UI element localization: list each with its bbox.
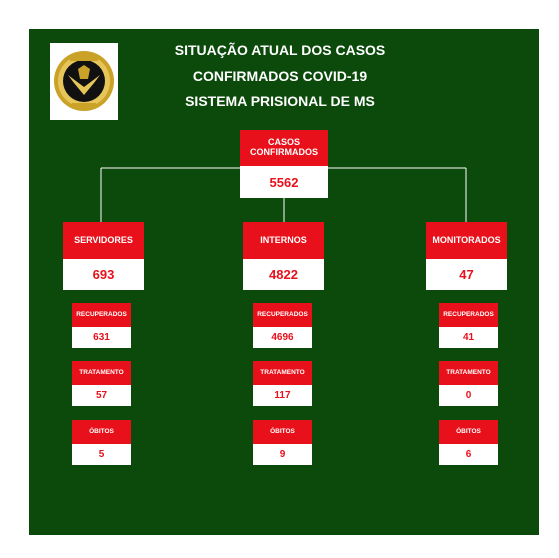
detail-value-monitorados-recuperados: 41 (439, 327, 498, 348)
group-value-monitorados: 47 (426, 259, 507, 290)
group-label-internos: INTERNOS (243, 222, 324, 259)
detail-label-servidores-obitos: ÓBITOS (72, 420, 131, 444)
detail-value-monitorados-obitos: 6 (439, 444, 498, 465)
detail-value-servidores-recuperados: 631 (72, 327, 131, 348)
agency-logo (50, 43, 118, 120)
title-line-1: SITUAÇÃO ATUAL DOS CASOS (174, 42, 386, 58)
detail-label-servidores-tratamento: TRATAMENTO (72, 361, 131, 385)
detail-value-internos-recuperados: 4696 (253, 327, 312, 348)
group-value-internos: 4822 (243, 259, 324, 290)
detail-label-monitorados-tratamento: TRATAMENTO (439, 361, 498, 385)
detail-value-monitorados-tratamento: 0 (439, 385, 498, 406)
detail-label-monitorados-recuperados: RECUPERADOS (439, 303, 498, 327)
group-label-monitorados: MONITORADOS (426, 222, 507, 259)
detail-value-servidores-obitos: 5 (72, 444, 131, 465)
root-label: CASOS CONFIRMADOS (240, 130, 328, 166)
detail-value-internos-obitos: 9 (253, 444, 312, 465)
group-label-servidores: SERVIDORES (63, 222, 144, 259)
detail-value-internos-tratamento: 117 (253, 385, 312, 406)
title-line-3: SISTEMA PRISIONAL DE MS (185, 93, 375, 109)
detail-value-servidores-tratamento: 57 (72, 385, 131, 406)
detail-label-monitorados-obitos: ÓBITOS (439, 420, 498, 444)
detail-label-internos-tratamento: TRATAMENTO (253, 361, 312, 385)
detail-label-servidores-recuperados: RECUPERADOS (72, 303, 131, 327)
detail-label-internos-obitos: ÓBITOS (253, 420, 312, 444)
root-value: 5562 (240, 166, 328, 198)
eagle-badge-icon (54, 51, 114, 111)
title-line-2: CONFIRMADOS COVID-19 (192, 68, 368, 84)
group-value-servidores: 693 (63, 259, 144, 290)
detail-label-internos-recuperados: RECUPERADOS (253, 303, 312, 327)
